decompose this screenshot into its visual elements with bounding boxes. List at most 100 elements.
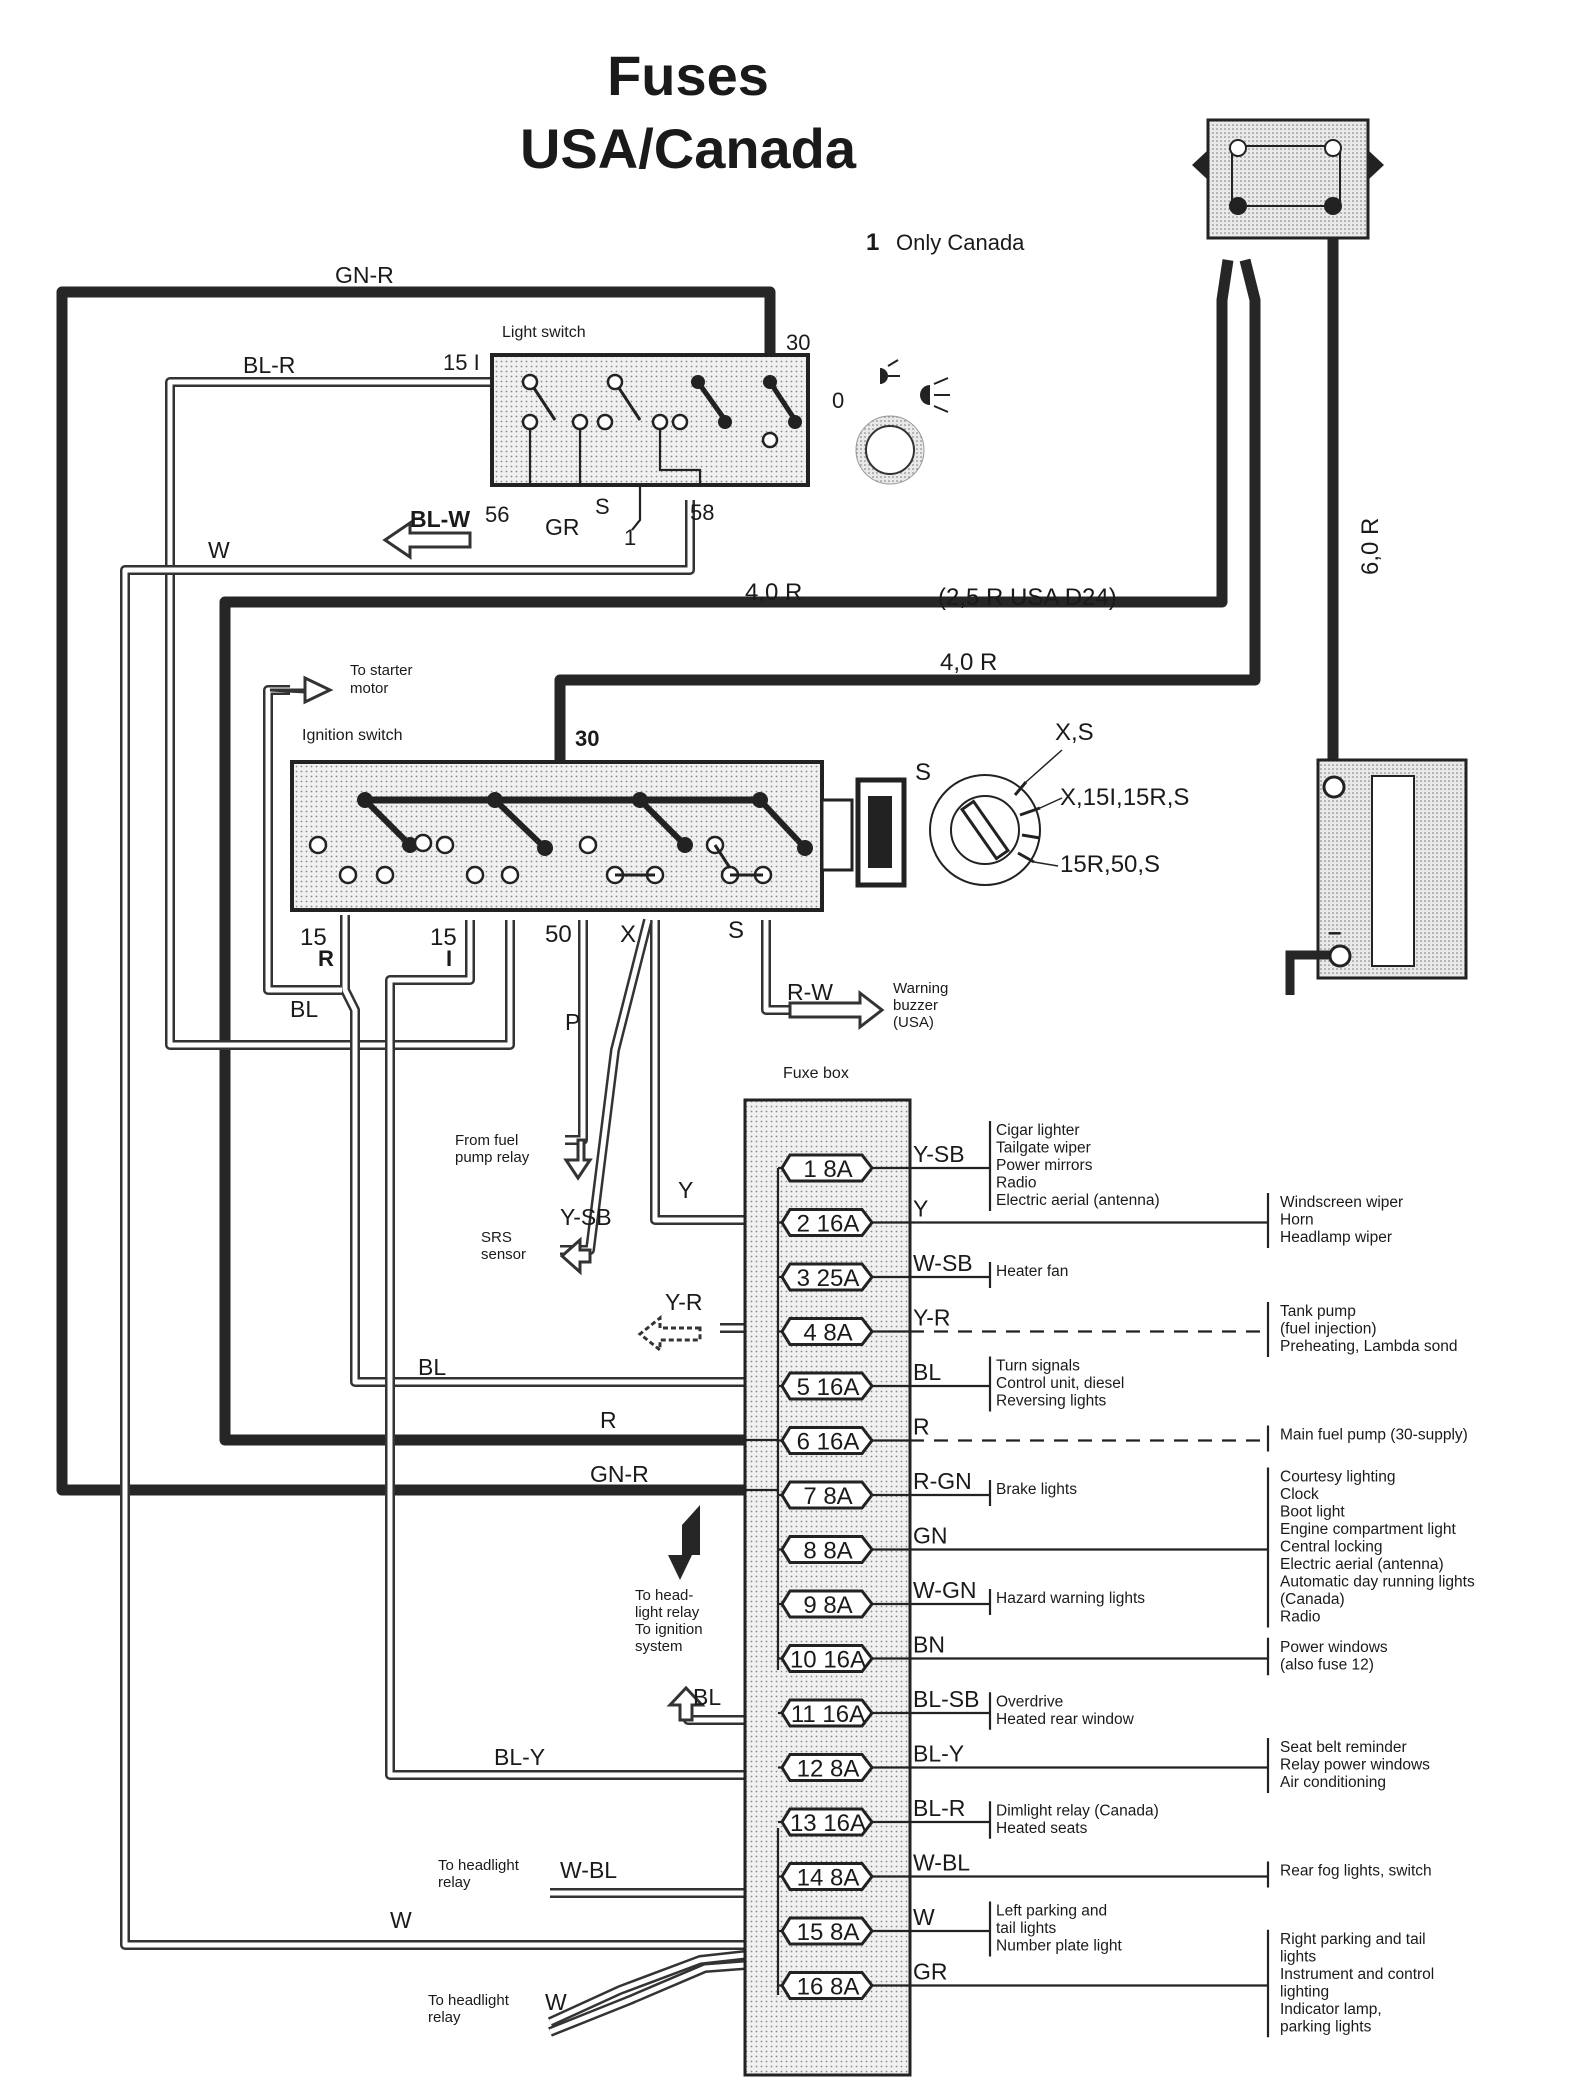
fuse-label: 5 16A <box>797 1374 860 1401</box>
fuse-body <box>780 1807 874 1837</box>
fuse-label: 7 8A <box>803 1483 852 1510</box>
wire-gn-r-main <box>56 286 776 1496</box>
main-connector <box>1192 118 1384 240</box>
fuse-body <box>780 1153 874 1183</box>
fuse-load-text: (fuel injection) <box>1280 1321 1377 1338</box>
svg-text:X: X <box>620 921 636 948</box>
fuse-load-text: Hazard warning lights <box>996 1590 1145 1607</box>
fuse-label: 13 16A <box>790 1810 866 1837</box>
fuse-load-text: Indicator lamp, <box>1280 2001 1382 2018</box>
fuse-label: 11 16A <box>791 1701 865 1728</box>
fuse-load-text: Windscreen wiper <box>1280 1194 1403 1211</box>
fuse-wire-color: BL-SB <box>913 1686 979 1712</box>
fuse-load-text: Number plate light <box>996 1938 1122 1955</box>
parking-light-icon <box>880 359 900 384</box>
light-switch: Light switch 30 15 I 56 58 S 1 0 <box>443 324 950 550</box>
svg-text:W: W <box>545 1989 567 2015</box>
fuse-body <box>780 1208 874 1237</box>
svg-text:To headlight: To headlight <box>438 1857 520 1874</box>
svg-text:Y-SB: Y-SB <box>560 1204 612 1230</box>
svg-text:15: 15 <box>430 924 457 951</box>
fuse-body <box>780 1371 874 1401</box>
fuse-wire-color: BN <box>913 1632 945 1658</box>
fuse-load-text: tail lights <box>996 1920 1057 1937</box>
svg-text:W: W <box>390 1907 412 1933</box>
heavy-wires <box>56 210 1339 1496</box>
fuse-load-text: Air conditioning <box>1280 1774 1386 1791</box>
fuse-load-text: Relay power windows <box>1280 1757 1430 1774</box>
svg-text:From fuel: From fuel <box>455 1132 518 1149</box>
fuse-load-text: Main fuel pump (30-supply) <box>1280 1427 1468 1444</box>
svg-text:To starter: To starter <box>350 662 413 679</box>
svg-text:R: R <box>318 946 334 971</box>
wire-4-0-r-ignition <box>554 258 1261 770</box>
svg-text:BL: BL <box>418 1354 446 1380</box>
svg-text:relay: relay <box>438 1874 471 1891</box>
fuse-label: 1 8A <box>803 1156 852 1183</box>
svg-text:15R,50,S: 15R,50,S <box>1060 851 1160 878</box>
footnote: 1 Only Canada <box>866 229 1025 256</box>
fuse-wire-color: Y-SB <box>913 1141 965 1167</box>
svg-text:R-W: R-W <box>787 979 833 1005</box>
fuse-load-text: (Canada) <box>1280 1591 1345 1608</box>
svg-text:0: 0 <box>832 388 844 413</box>
fuse-load-text: Automatic day running lights <box>1280 1574 1475 1591</box>
fuse-6: 6 16A R Main fuel pump (30-supply) <box>778 1414 1468 1456</box>
fuse-load-text: Power windows <box>1280 1639 1388 1656</box>
fuse-body <box>780 1916 874 1946</box>
fuse-wire-color: R <box>913 1414 930 1440</box>
fuse-body <box>780 1317 874 1346</box>
svg-text:–: – <box>1328 919 1341 946</box>
fuse-load-text: (also fuse 12) <box>1280 1656 1374 1673</box>
fuse-wire-color: BL <box>913 1359 941 1385</box>
fuse-load-text: Electric aerial (antenna) <box>1280 1556 1444 1573</box>
svg-text:1: 1 <box>866 229 879 256</box>
svg-text:4,0 R: 4,0 R <box>940 649 997 676</box>
arrows <box>269 520 885 1722</box>
svg-text:R: R <box>600 1407 617 1433</box>
arrow-y-r <box>637 1314 702 1354</box>
fuse-label: 9 8A <box>803 1592 852 1619</box>
battery: + – <box>1285 758 1468 995</box>
fuse-load-text: Courtesy lighting <box>1280 1469 1395 1486</box>
svg-text:sensor: sensor <box>481 1246 526 1263</box>
svg-text:To headlight: To headlight <box>428 1992 510 2009</box>
fuse-load-text: Horn <box>1280 1212 1314 1229</box>
svg-text:58: 58 <box>690 500 714 525</box>
svg-text:I: I <box>446 946 452 971</box>
svg-text:BL: BL <box>693 1684 721 1710</box>
svg-text:S: S <box>595 494 610 519</box>
svg-text:buzzer: buzzer <box>893 997 938 1014</box>
fuse-load-text: Radio <box>996 1175 1037 1192</box>
fuse-body <box>780 1971 874 2000</box>
fuse-wire-color: W-BL <box>913 1850 970 1876</box>
fuse-wire-color: BL-Y <box>913 1741 964 1767</box>
fuse-body <box>780 1753 874 1782</box>
svg-text:(2,5 R USA D24): (2,5 R USA D24) <box>938 584 1117 611</box>
arrow-starter <box>269 675 334 705</box>
fuse-label: 15 8A <box>797 1919 860 1946</box>
wire-labels: GN-R BL-R BL-W GR W 4,0 R (2,5 R USA D24… <box>208 262 1384 2015</box>
fuse-body <box>780 1698 874 1728</box>
title-line-1: Fuses <box>607 44 769 107</box>
svg-text:relay: relay <box>428 2009 461 2026</box>
fuse-load-text: Overdrive <box>996 1693 1063 1710</box>
svg-text:15 I: 15 I <box>443 350 480 375</box>
fuse-load-text: Power mirrors <box>996 1157 1093 1174</box>
svg-text:P: P <box>565 1009 580 1035</box>
fuse-label: 6 16A <box>797 1429 860 1456</box>
headlight-icon <box>920 377 950 413</box>
svg-text:4,0 R: 4,0 R <box>745 579 802 606</box>
fuse-load-text: Preheating, Lambda sond <box>1280 1338 1458 1355</box>
arrow-headlight-relay <box>668 1505 700 1580</box>
fuse-load-text: Central locking <box>1280 1539 1383 1556</box>
svg-text:6,0 R: 6,0 R <box>1357 518 1384 575</box>
svg-text:50: 50 <box>545 921 572 948</box>
svg-text:GN-R: GN-R <box>590 1461 649 1487</box>
svg-text:30: 30 <box>575 726 599 751</box>
